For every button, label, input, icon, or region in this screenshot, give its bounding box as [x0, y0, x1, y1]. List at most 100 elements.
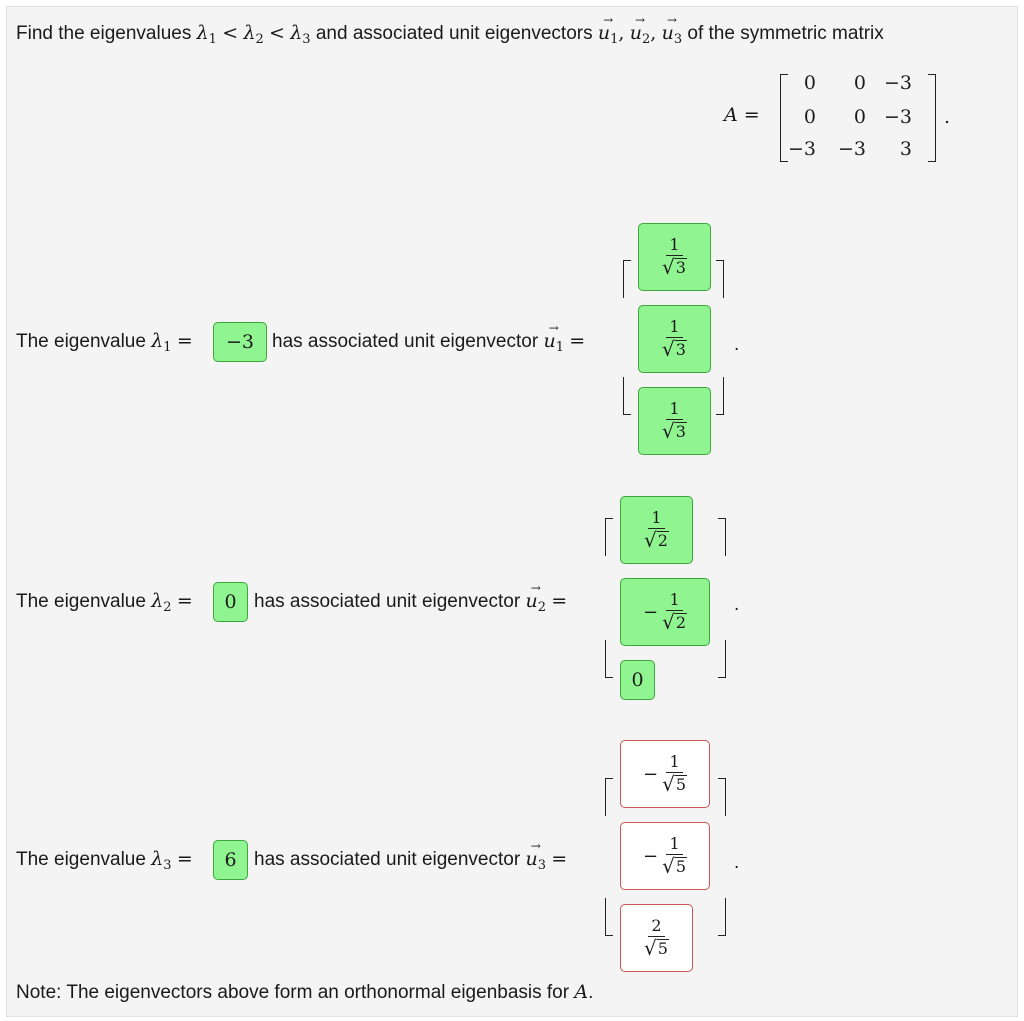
u-vector-3: →u3: [661, 13, 683, 47]
sqrt-argument: 2: [656, 531, 669, 550]
sqrt-argument: 3: [674, 422, 687, 441]
entry-fraction: 1√2: [662, 592, 688, 634]
vec1-bracket-tr: [716, 260, 724, 298]
entry-sign: −: [642, 845, 659, 867]
row1-mid-text: has associated unit eigenvector: [272, 331, 539, 352]
eigen-row-3-prefix: The eigenvalue λ3 =: [16, 848, 193, 873]
vector-3-entry-3-input[interactable]: 2√5: [620, 904, 693, 972]
row3-eq: =: [551, 848, 568, 870]
row2-eq: =: [551, 590, 568, 612]
entry-numerator: 1: [666, 836, 683, 855]
lambda-3: λ3: [290, 22, 311, 47]
sqrt-icon: √: [644, 936, 657, 960]
sqrt-argument: 5: [656, 939, 669, 958]
matrix-cell-r3-c1: −3: [787, 138, 816, 160]
note-end: .: [588, 982, 594, 1003]
vec3-bracket-br: [718, 898, 726, 936]
vec2-bracket-bl: [605, 640, 613, 678]
entry-denominator: √5: [662, 772, 688, 796]
vector-2-entry-2-input[interactable]: −1√2: [620, 578, 710, 646]
vec3-bracket-tr: [718, 778, 726, 816]
vec1-bracket-bl: [623, 377, 631, 415]
row2-mid: has associated unit eigenvector →u2 =: [254, 581, 568, 615]
entry-numerator: 1: [648, 510, 665, 529]
row3-prefix-text: The eigenvalue: [16, 849, 146, 870]
row1-u-vector: →u1: [543, 321, 564, 355]
matrix-right-bracket: [928, 74, 936, 162]
eigenvalue-2-input[interactable]: 0: [213, 582, 248, 622]
vector-3-entry-2-input[interactable]: −1√5: [620, 822, 710, 890]
row2-u-vector: →u2: [525, 581, 546, 615]
entry-fraction: 1√3: [662, 319, 687, 359]
vector-1-entry-2-input[interactable]: 1√3: [638, 305, 711, 373]
entry-numerator: 1: [666, 592, 683, 611]
entry-fraction: 1√3: [662, 401, 687, 441]
matrix-cell-r3-c2: −3: [837, 138, 866, 160]
sqrt-argument: 5: [674, 857, 688, 876]
entry-denominator: √3: [662, 256, 687, 277]
vector-2-entry-3-input[interactable]: 0: [620, 660, 655, 700]
sqrt-argument: 3: [674, 258, 687, 277]
u-vector-1: →u1: [597, 13, 619, 47]
row2-period: .: [734, 594, 740, 615]
entry-numerator: 2: [648, 918, 665, 937]
matrix-cell-r1-c2: 0: [853, 72, 866, 94]
sqrt-icon: √: [662, 854, 675, 878]
vector-3-entry-1-input[interactable]: −1√5: [620, 740, 710, 808]
vector-1-entry-3-input[interactable]: 1√3: [638, 387, 711, 455]
note-text: Note: The eigenvectors above form an ort…: [16, 982, 570, 1003]
lambda-2: λ2: [243, 22, 264, 47]
row1-eq: =: [569, 330, 586, 352]
matrix-cell-r2-c1: 0: [803, 106, 816, 128]
row1-equals: =: [176, 330, 193, 352]
row3-mid: has associated unit eigenvector →u3 =: [254, 839, 568, 873]
eigen-row-1-prefix: The eigenvalue λ1 =: [16, 330, 193, 355]
row2-equals: =: [176, 590, 193, 612]
entry-denominator: √5: [662, 854, 688, 878]
matrix-cell-r1-c3: −3: [883, 72, 912, 94]
row2-mid-text: has associated unit eigenvector: [254, 591, 521, 612]
comma-2: ,: [650, 22, 657, 44]
intro-find: Find the eigenvalues: [16, 23, 192, 44]
entry-denominator: √3: [662, 338, 687, 359]
vec1-bracket-tl: [623, 260, 631, 298]
row3-period: .: [734, 852, 740, 873]
vector-2-entry-1-input[interactable]: 1√2: [620, 496, 693, 564]
matrix-cell-r2-c2: 0: [853, 106, 866, 128]
lt-2: <: [269, 22, 285, 44]
vector-1-entry-1-input[interactable]: 1√3: [638, 223, 711, 291]
entry-denominator: √2: [662, 610, 688, 634]
sqrt-icon: √: [662, 337, 675, 361]
sqrt-argument: 3: [674, 340, 687, 359]
sqrt-icon: √: [662, 610, 675, 634]
row3-u-vector: →u3: [525, 839, 546, 873]
intro-and-assoc: and associated unit eigenvectors: [315, 23, 593, 44]
entry-numerator: 1: [666, 401, 683, 420]
vec3-bracket-tl: [605, 778, 613, 816]
vec2-bracket-tl: [605, 518, 613, 556]
entry-denominator: √2: [644, 529, 669, 550]
matrix-cell-r2-c3: −3: [883, 106, 912, 128]
vec3-bracket-bl: [605, 898, 613, 936]
entry-fraction: 1√5: [662, 836, 688, 878]
entry-value: 0: [631, 669, 644, 691]
eigenvalue-3-input[interactable]: 6: [213, 840, 248, 880]
vec1-bracket-br: [716, 377, 724, 415]
entry-denominator: √3: [662, 420, 687, 441]
u-vector-2: →u2: [629, 13, 651, 47]
entry-numerator: 1: [666, 754, 683, 773]
eigen-row-2-prefix: The eigenvalue λ2 =: [16, 590, 193, 615]
sqrt-icon: √: [644, 528, 657, 552]
question-text: Find the eigenvalues λ1 < λ2 < λ3 and as…: [16, 13, 884, 47]
matrix-period: .: [944, 106, 951, 128]
intro-of-sym: of the symmetric matrix: [687, 23, 884, 44]
row3-lambda: λ3: [151, 848, 172, 873]
row3-equals: =: [176, 848, 193, 870]
eigenvalue-1-input[interactable]: −3: [213, 322, 267, 362]
entry-numerator: 1: [666, 319, 683, 338]
matrix-label: A =: [724, 104, 760, 126]
vec2-bracket-br: [718, 640, 726, 678]
sqrt-icon: √: [662, 419, 675, 443]
sqrt-argument: 2: [674, 613, 688, 632]
sqrt-icon: √: [662, 772, 675, 796]
